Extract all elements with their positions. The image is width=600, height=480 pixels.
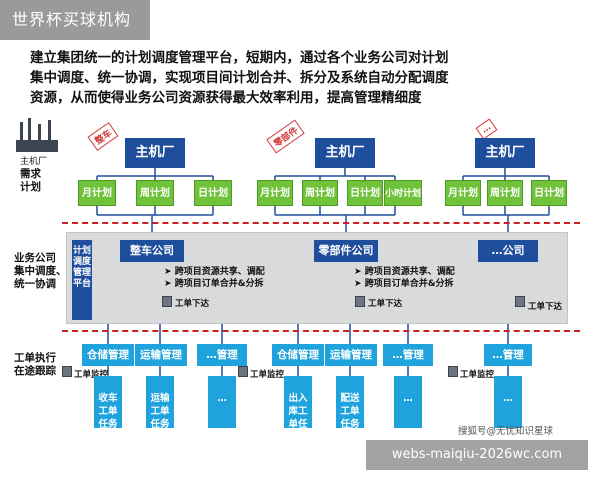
bullet-item: ➤ 跨项目资源共享、调配 — [164, 267, 265, 277]
plan-box: 周计划 — [487, 180, 523, 206]
plan-box: 月计划 — [257, 180, 293, 206]
task-label: … — [217, 393, 227, 404]
computer-icon — [448, 366, 458, 377]
credit-text: 搜狐号@无忧知识星球 — [458, 426, 554, 437]
bullet-list: ➤ 跨项目资源共享、调配 ➤ 跨项目订单合并&分拆 — [164, 266, 265, 290]
task-box: … — [394, 376, 422, 428]
task-label: 收车工单任务 — [98, 393, 118, 430]
plan-box: 日计划 — [194, 180, 232, 206]
mgmt-box: …管理 — [484, 344, 532, 366]
plan-box: 月计划 — [445, 180, 481, 206]
footer-url: webs-maiqiu-2026wc.com — [366, 440, 588, 470]
task-box: 收车工单任务 — [94, 376, 122, 430]
task-box: … — [208, 376, 236, 428]
bullet-item: ➤ 跨项目订单合并&分拆 — [164, 279, 264, 289]
computer-icon — [162, 296, 172, 307]
separator-top — [62, 222, 580, 224]
computer-icon — [62, 366, 72, 377]
task-label: 运输工单任务 — [150, 393, 170, 430]
work-order-monitor: 工单监控 — [74, 370, 109, 380]
mgmt-box: 仓储管理 — [82, 344, 134, 366]
side-label-line: 统一协调 — [14, 278, 56, 290]
task-label: 配送工单任务 — [340, 393, 360, 430]
side-label-line: 在途跟踪 — [14, 365, 56, 377]
task-label: 出入库工单任务 — [288, 393, 308, 443]
side-label-line: 需求 — [20, 168, 41, 180]
mgmt-box: …管理 — [383, 344, 433, 366]
side-label-line: 工单执行 — [14, 352, 56, 364]
work-order-monitor: 工单监控 — [250, 370, 285, 380]
plan-box: 日计划 — [531, 180, 567, 206]
computer-icon — [515, 296, 525, 307]
plan-box: 月计划 — [78, 180, 116, 206]
mgmt-box: …管理 — [197, 344, 247, 366]
plan-box: 日计划 — [347, 180, 383, 206]
plan-box: 小时计划 — [384, 180, 422, 206]
separator-bottom — [62, 330, 580, 332]
side-label-line: 业务公司 — [14, 252, 56, 264]
mgmt-box: 仓储管理 — [272, 344, 324, 366]
task-box: 运输工单任务 — [146, 376, 174, 430]
bullet-item: ➤ 跨项目订单合并&分拆 — [354, 279, 454, 289]
work-order-issue: 工单下达 — [368, 299, 403, 309]
work-order-monitor: 工单监控 — [460, 370, 495, 380]
task-label: … — [403, 393, 413, 404]
mgmt-box: 运输管理 — [325, 344, 377, 366]
factory-icon — [16, 118, 58, 152]
plan-box: 周计划 — [302, 180, 338, 206]
mgmt-box: 运输管理 — [135, 344, 187, 366]
computer-icon — [238, 366, 248, 377]
intro-text: 建立集团统一的计划调度管理平台，短期内，通过各个业务公司对计划 集中调度、统一协… — [30, 48, 470, 108]
main-factory-box: 主机厂 — [125, 138, 185, 168]
intro-line: 资源，从而使得业务公司资源获得最大效率利用，提高管理精细度 — [30, 90, 422, 106]
task-label: … — [503, 393, 513, 404]
company-box: 整车公司 — [120, 240, 184, 262]
watermark-banner: 世界杯买球机构 — [0, 0, 150, 40]
bullet-item: ➤ 跨项目资源共享、调配 — [354, 267, 455, 277]
plan-box: 周计划 — [136, 180, 174, 206]
task-box: … — [494, 376, 522, 428]
platform-label: 计划调度管理平台 — [72, 240, 92, 320]
side-label-line: 集中调度、 — [14, 265, 67, 277]
main-factory-box: 主机厂 — [475, 138, 535, 168]
task-box: 出入库工单任务 — [284, 376, 312, 443]
side-label-line: 计划 — [20, 181, 41, 193]
side-label-business: 业务公司 集中调度、 统一协调 — [14, 252, 67, 291]
computer-icon — [355, 296, 365, 307]
company-box: …公司 — [478, 240, 538, 262]
intro-line: 集中调度、统一协调，实现项目间计划合并、拆分及系统自动分配调度 — [30, 70, 449, 86]
work-order-issue: 工单下达 — [175, 299, 210, 309]
bullet-list: ➤ 跨项目资源共享、调配 ➤ 跨项目订单合并&分拆 — [354, 266, 455, 290]
factory-caption: 主机厂 — [20, 157, 48, 167]
intro-line: 建立集团统一的计划调度管理平台，短期内，通过各个业务公司对计划 — [30, 50, 449, 66]
side-label-tracking: 工单执行 在途跟踪 — [14, 352, 56, 378]
work-order-issue: 工单下达 — [528, 302, 563, 312]
side-label-demand: 需求 计划 — [20, 168, 41, 194]
task-box: 配送工单任务 — [336, 376, 364, 430]
company-box: 零部件公司 — [314, 240, 378, 262]
main-factory-box: 主机厂 — [315, 138, 375, 168]
platform-label-text: 计划调度管理平台 — [72, 246, 91, 289]
